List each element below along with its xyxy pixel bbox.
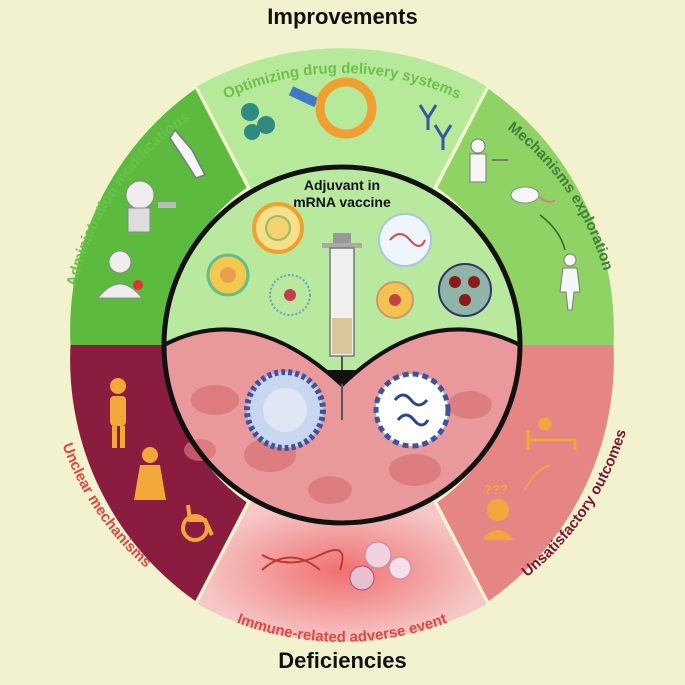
injection-arm-icon [169, 128, 207, 179]
researcher-icon [469, 138, 508, 183]
segment-adverse-event [197, 501, 487, 642]
elderly-person-icon [134, 447, 166, 500]
elderly-person-icon [110, 378, 126, 448]
confused-person-icon: ??? [482, 482, 514, 540]
lipid-particle-icon [252, 202, 304, 254]
pipette-icon [288, 86, 319, 108]
human-figure-icon [559, 253, 581, 311]
virus-icon [244, 369, 326, 451]
nanoparticle-icon [206, 253, 250, 297]
polymer-particle-icon [438, 263, 492, 317]
svg-text:???: ??? [484, 482, 508, 497]
center-label-line2: mRNA vaccine [293, 194, 391, 210]
antigen-particle-icon [376, 281, 414, 319]
shoulder-injection-icon [96, 250, 144, 299]
arrow-icon [539, 214, 566, 251]
immune-cell-icon [349, 541, 412, 591]
wheelchair-icon [181, 504, 214, 542]
antibody-icon [418, 104, 453, 150]
center-label-line1: Adjuvant in [304, 177, 380, 193]
segment-unclear [437, 345, 614, 601]
arrow-icon [524, 464, 551, 491]
lipid-ring-icon [315, 77, 377, 139]
micelle-icon [269, 274, 311, 316]
mouse-icon [510, 186, 556, 204]
dna-helix-icon [261, 549, 344, 571]
hospital-bed-icon [526, 417, 577, 450]
nasal-spray-icon [125, 180, 176, 233]
improvements-title: Improvements [267, 4, 418, 29]
deficiencies-title: Deficiencies [278, 648, 407, 673]
syringe-icon [322, 233, 362, 420]
segment-drug-delivery [197, 48, 487, 189]
nanoparticle-icon [241, 103, 275, 140]
segment-administration [70, 89, 247, 345]
mrna-bubble-icon [378, 213, 432, 267]
arrow-down-icon [326, 370, 358, 384]
virus-icon [373, 371, 451, 449]
